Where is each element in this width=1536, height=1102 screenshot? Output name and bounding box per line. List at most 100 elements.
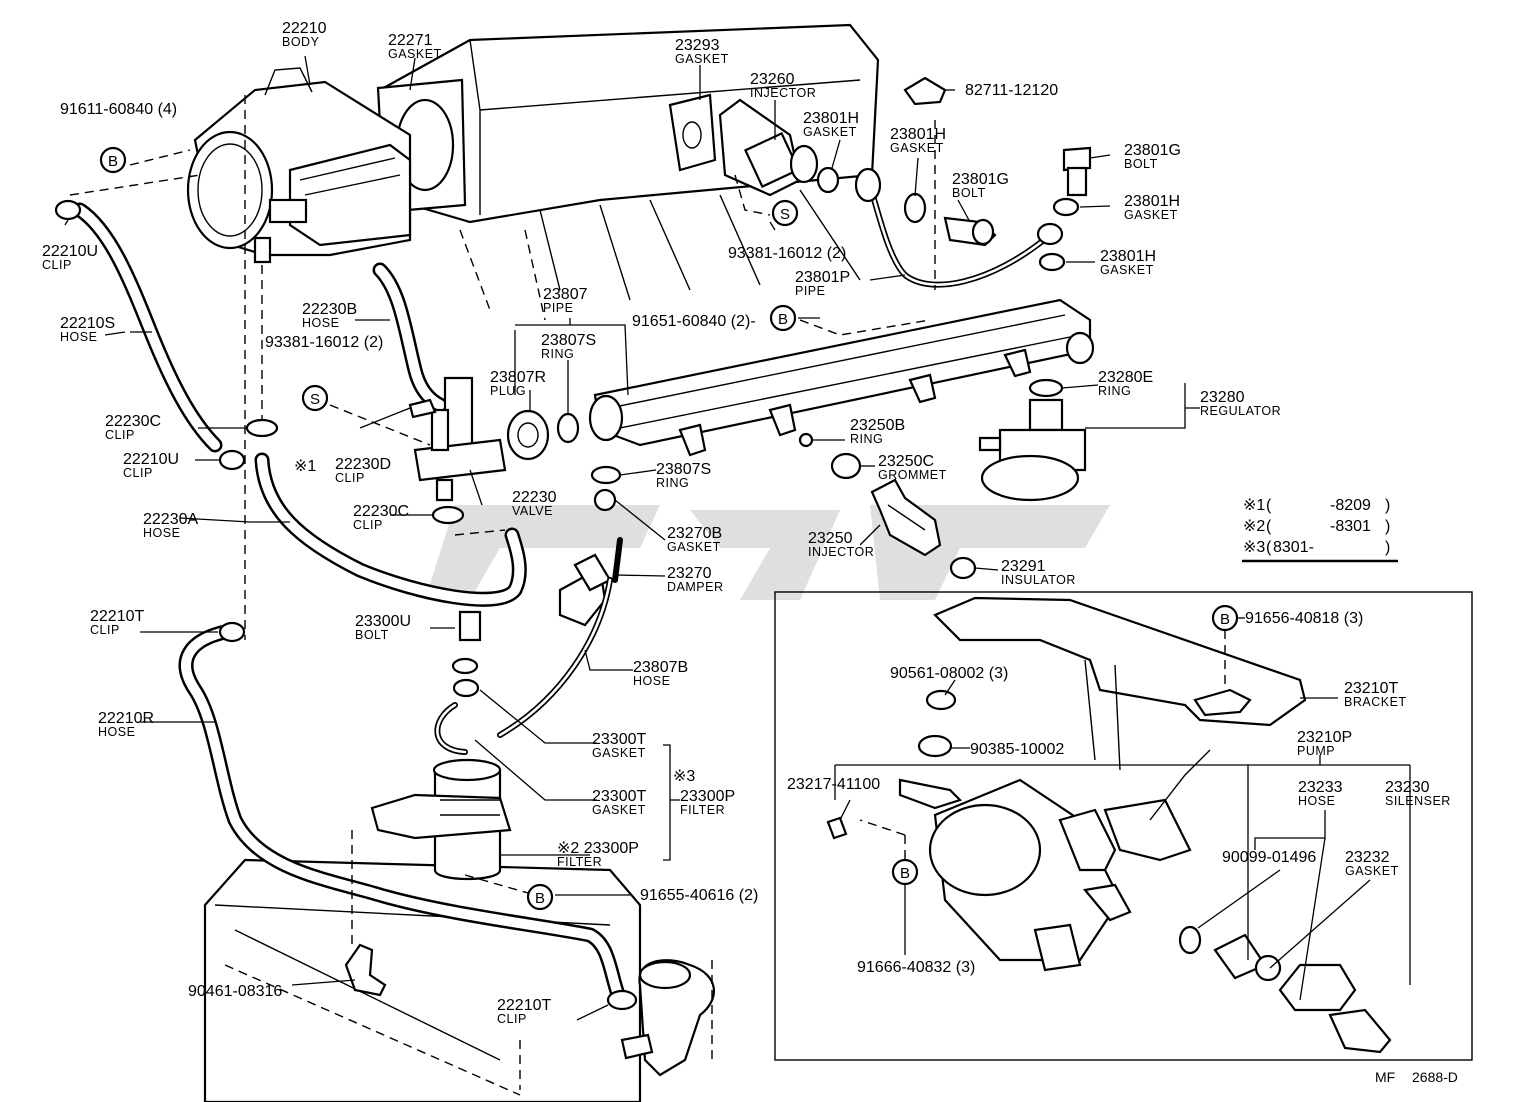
- part-name-22210t_bot: CLIP: [497, 1012, 527, 1026]
- alignment-lines: [69, 95, 1226, 1090]
- part-number-82711: 82711-12120: [965, 82, 1058, 99]
- note-1-range: -8209: [1330, 497, 1371, 514]
- part-number-23807r: 23807R: [490, 369, 546, 386]
- part-number-22210u_mid: 22210U: [123, 451, 179, 468]
- part-number-23250: 23250: [808, 530, 853, 547]
- part-number-91656: 91656-40818 (3): [1245, 610, 1363, 627]
- part-number-23300p_2: ※2 23300P: [557, 840, 639, 857]
- pump-hose-silenser: [1178, 925, 1392, 1054]
- part-number-22230d: 22230D: [335, 456, 391, 473]
- part-number-23807: 23807: [543, 286, 588, 303]
- part-number-22210u_top: 22210U: [42, 243, 98, 260]
- marker-b: B: [108, 153, 118, 170]
- part-number-22230b: 22230B: [302, 301, 357, 318]
- pressure-regulator-23280: [978, 378, 1087, 502]
- part-number-23801h_top: 23801H: [803, 110, 859, 127]
- part-number-22210s: 22210S: [60, 315, 115, 332]
- part-name-22210r: HOSE: [98, 725, 135, 739]
- throttle-body: [186, 67, 412, 264]
- part-name-23270: DAMPER: [667, 580, 723, 594]
- part-name-23801h_top: GASKET: [803, 125, 857, 139]
- part-number-22271: 22271: [388, 32, 433, 49]
- part-number-90099: 90099-01496: [1222, 849, 1316, 866]
- note-2-range: -8301: [1330, 518, 1371, 535]
- part-name-23801g_right: BOLT: [1124, 157, 1158, 171]
- note-3-open: (: [1266, 539, 1272, 556]
- part-number-23300t_1: 23300T: [592, 731, 646, 748]
- part-name-23250b: RING: [850, 432, 883, 446]
- part-name-23801p: PIPE: [795, 284, 826, 298]
- part-number-23250b: 23250B: [850, 417, 905, 434]
- figure-code-number: 2688-D: [1412, 1069, 1458, 1085]
- union-bolts: [903, 76, 1092, 272]
- part-number-23801g_right: 23801G: [1124, 142, 1181, 159]
- part-name-23807r: PLUG: [490, 384, 526, 398]
- part-number-23293: 23293: [675, 37, 720, 54]
- part-number-23291: 23291: [1001, 558, 1046, 575]
- part-number-23300p_1: 23300P: [680, 788, 735, 805]
- part-name-22210s: HOSE: [60, 330, 97, 344]
- part-number-23270: 23270: [667, 565, 712, 582]
- part-number-23801h_right1: 23801H: [1124, 193, 1180, 210]
- part-name-23210p: PUMP: [1297, 744, 1335, 758]
- part-number-23232: 23232: [1345, 849, 1390, 866]
- part-name-22210t_top: CLIP: [90, 623, 120, 637]
- part-number-mark1_label: ※1: [294, 458, 316, 475]
- part-name-23233: HOSE: [1298, 794, 1335, 808]
- part-name-22230c_top: CLIP: [105, 428, 135, 442]
- part-name-23807s_mid: RING: [656, 476, 689, 490]
- part-name-23232: GASKET: [1345, 864, 1399, 878]
- part-number-mark3_label: ※3: [673, 768, 695, 785]
- hose-22230a: [254, 452, 527, 607]
- part-number-23807b: 23807B: [633, 659, 688, 676]
- pump-bracket-23210t: [933, 596, 1307, 771]
- marker-s: S: [780, 206, 790, 223]
- part-number-23801p: 23801P: [795, 269, 850, 286]
- part-number-90461: 90461-08316: [188, 983, 282, 1000]
- marker-b: B: [778, 311, 788, 328]
- part-name-23807: PIPE: [543, 301, 574, 315]
- production-notes: ※1 ( -8209 ) ※2 ( -8301 ) ※3 ( 8301- ): [1242, 497, 1398, 563]
- part-number-23801h_right2: 23801H: [1100, 248, 1156, 265]
- part-name-22230c_bot: CLIP: [353, 518, 383, 532]
- part-number-23280: 23280: [1200, 389, 1245, 406]
- part-name-22210u_top: CLIP: [42, 258, 72, 272]
- part-name-23280: REGULATOR: [1200, 404, 1281, 418]
- part-number-91651: 91651-60840 (2)-: [632, 313, 756, 330]
- part-name-23270b: GASKET: [667, 540, 721, 554]
- part-number-23217: 23217-41100: [787, 776, 880, 793]
- hose-22230b: [372, 262, 448, 413]
- part-name-22210: BODY: [282, 35, 320, 49]
- part-number-23280e: 23280E: [1098, 369, 1153, 386]
- part-name-23280e: RING: [1098, 384, 1131, 398]
- part-name-23250: INJECTOR: [808, 545, 874, 559]
- note-3-range: 8301-: [1273, 539, 1314, 556]
- fuel-pump-23210p: [826, 689, 1211, 972]
- part-name-23801g_mid: BOLT: [952, 186, 986, 200]
- vsv-valve-22230: [408, 376, 507, 502]
- marker-b: B: [1220, 611, 1230, 628]
- part-number-23801h_mid: 23801H: [890, 126, 946, 143]
- part-name-23801h_right1: GASKET: [1124, 208, 1178, 222]
- part-name-23291: INSULATOR: [1001, 573, 1076, 587]
- marker-b: B: [900, 865, 910, 882]
- water-outlet: [620, 959, 715, 1077]
- part-number-22230a: 22230A: [143, 511, 198, 528]
- part-name-22210u_mid: CLIP: [123, 466, 153, 480]
- part-number-91611: 91611-60840 (4): [60, 101, 177, 118]
- note-2-open: (: [1266, 518, 1272, 535]
- part-name-23260: INJECTOR: [750, 86, 816, 100]
- part-name-22230a: HOSE: [143, 526, 180, 540]
- part-number-22210t_bot: 22210T: [497, 997, 551, 1014]
- part-name-23801h_mid: GASKET: [890, 141, 944, 155]
- part-number-91655: 91655-40616 (2): [640, 887, 758, 904]
- part-name-23300p_2: FILTER: [557, 855, 602, 869]
- hose-23807b: [497, 537, 623, 738]
- pump-inset-frame: [774, 591, 1473, 1061]
- part-name-23807b: HOSE: [633, 674, 670, 688]
- hose-22210r: [178, 624, 628, 1008]
- note-1-close: ): [1385, 497, 1390, 514]
- part-number-23801g_mid: 23801G: [952, 171, 1009, 188]
